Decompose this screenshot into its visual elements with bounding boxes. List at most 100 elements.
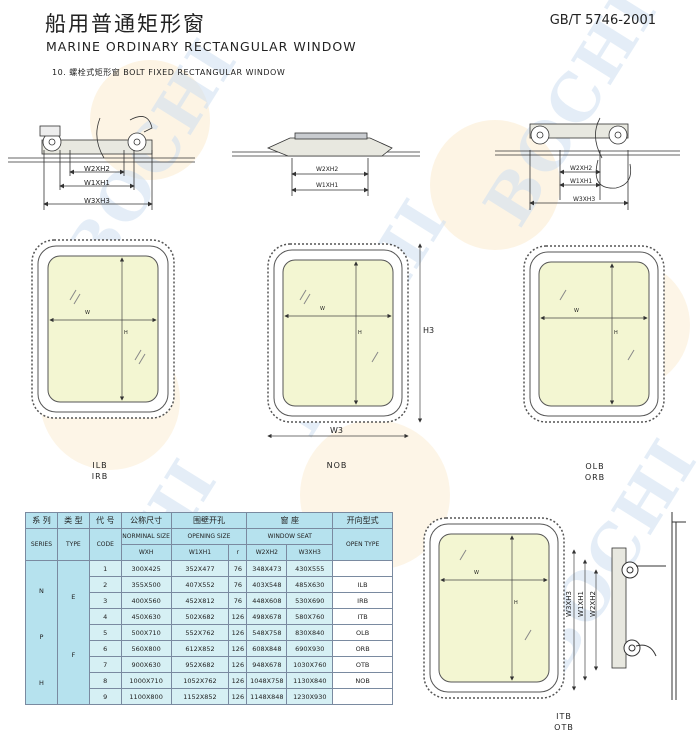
- dim-left-h: H: [124, 330, 128, 336]
- view-label-ilb: ILB: [92, 461, 108, 470]
- opening-cell: 952X682: [170, 656, 230, 673]
- seat-w2h2-cell: 498X678: [246, 608, 288, 625]
- window-front-middle: [267, 243, 423, 439]
- opening-cell: 1152X852: [170, 688, 230, 705]
- seat-w3h3-cell: 690X930: [286, 640, 334, 657]
- seat-w2h2-cell: 548X758: [246, 624, 288, 641]
- radius-cell: 126: [228, 672, 248, 689]
- radius-cell: 126: [228, 640, 248, 657]
- th-code: 代 号: [88, 512, 122, 529]
- dim-bottom-w: W: [474, 570, 479, 576]
- dim-left-w1h1: W1XH1: [84, 179, 110, 187]
- th-opening-en: OPENING SIZE: [170, 528, 248, 545]
- nominal-cell: 400X560: [120, 592, 172, 609]
- th-series: 系 列: [25, 512, 58, 529]
- view-label-irb: IRB: [91, 472, 109, 481]
- radius-cell: 76: [228, 576, 248, 593]
- seat-w2h2-cell: 948X678: [246, 656, 288, 673]
- page-title-en: MARINE ORDINARY RECTANGULAR WINDOW: [46, 39, 357, 54]
- view-label-olb: OLB: [585, 462, 605, 471]
- seat-w3h3-cell: 580X760: [286, 608, 334, 625]
- radius-cell: 76: [228, 560, 248, 577]
- seat-w3h3-cell: 1030X760: [286, 656, 334, 673]
- standard-number: GB/T 5746-2001: [549, 13, 656, 28]
- dim-right-w: W: [574, 308, 579, 314]
- open-type-cell: [332, 560, 393, 577]
- nominal-cell: 1000X710: [120, 672, 172, 689]
- radius-cell: 76: [228, 592, 248, 609]
- code-cell: 4: [88, 608, 122, 625]
- radius-cell: 126: [228, 656, 248, 673]
- dim-right-w2h2: W2XH2: [570, 165, 593, 172]
- seat-w3h3-cell: 485X630: [286, 576, 334, 593]
- dim-mid-h: H: [358, 330, 362, 336]
- th-seat-en: WINDOW SEAT: [246, 528, 334, 545]
- open-type-cell: NOB: [332, 672, 393, 689]
- radius-cell: 126: [228, 624, 248, 641]
- section-view-left: [8, 116, 195, 210]
- dim-mid-w3: W3: [330, 426, 343, 435]
- nominal-cell: 900X630: [120, 656, 172, 673]
- nominal-cell: 1100X800: [120, 688, 172, 705]
- th-wxh: WXH: [120, 544, 172, 561]
- section-view-right: [495, 117, 680, 210]
- open-type-cell: IRB: [332, 592, 393, 609]
- section-title: 10. 螺栓式矩形窗 BOLT FIXED RECTANGULAR WINDOW: [52, 68, 286, 77]
- spec-table: 系 列 类 型 代 号 公称尺寸 围壁开孔 窗 座 开向型式 SERIES TY…: [25, 512, 393, 705]
- dim-right-w3h3: W3XH3: [573, 196, 596, 203]
- opening-cell: 552X762: [170, 624, 230, 641]
- code-cell: 3: [88, 592, 122, 609]
- th-nominal-en: NORMINAL SIZE: [120, 528, 172, 545]
- dim-mid-w2h2: W2XH2: [316, 166, 339, 173]
- opening-cell: 1052X762: [170, 672, 230, 689]
- nominal-cell: 450X630: [120, 608, 172, 625]
- dim-bottom-h: H: [514, 600, 518, 606]
- th-r: r: [228, 544, 248, 561]
- seat-w3h3-cell: 430X555: [286, 560, 334, 577]
- seat-w2h2-cell: 448X608: [246, 592, 288, 609]
- window-front-left: [31, 239, 175, 419]
- th-open-type-en: OPEN TYPE: [332, 528, 393, 561]
- th-opening: 围壁开孔: [170, 512, 248, 529]
- th-series-en: SERIES: [25, 528, 58, 561]
- opening-cell: 612X852: [170, 640, 230, 657]
- seat-w3h3-cell: 1230X930: [286, 688, 334, 705]
- open-type-cell: OLB: [332, 624, 393, 641]
- seat-w2h2-cell: 1148X848: [246, 688, 288, 705]
- view-label-otb: OTB: [554, 723, 574, 732]
- dim-mid-w1h1: W1XH1: [316, 182, 339, 189]
- nominal-cell: 500X710: [120, 624, 172, 641]
- th-code-en: CODE: [88, 528, 122, 561]
- th-type: 类 型: [56, 512, 90, 529]
- code-cell: 7: [88, 656, 122, 673]
- th-w3h3: W3XH3: [286, 544, 334, 561]
- th-open-type: 开向型式: [332, 512, 393, 529]
- code-cell: 5: [88, 624, 122, 641]
- dim-left-w: W: [85, 310, 90, 316]
- th-w2h2: W2XH2: [246, 544, 288, 561]
- opening-cell: 502X682: [170, 608, 230, 625]
- dim-left-w2h2: W2XH2: [84, 165, 110, 173]
- radius-cell: 126: [228, 608, 248, 625]
- window-front-bottom: [423, 512, 686, 700]
- dim-bottom-w3h3: W3XH3: [564, 591, 573, 617]
- dim-right-w1h1: W1XH1: [570, 178, 593, 185]
- opening-cell: 452X812: [170, 592, 230, 609]
- th-type-en: TYPE: [56, 528, 90, 561]
- code-cell: 1: [88, 560, 122, 577]
- opening-cell: 352X477: [170, 560, 230, 577]
- dim-bottom-w2h2: W2XH2: [588, 591, 597, 617]
- th-seat: 窗 座: [246, 512, 334, 529]
- view-label-itb: ITB: [556, 712, 572, 721]
- code-cell: 9: [88, 688, 122, 705]
- seat-w2h2-cell: 1048X758: [246, 672, 288, 689]
